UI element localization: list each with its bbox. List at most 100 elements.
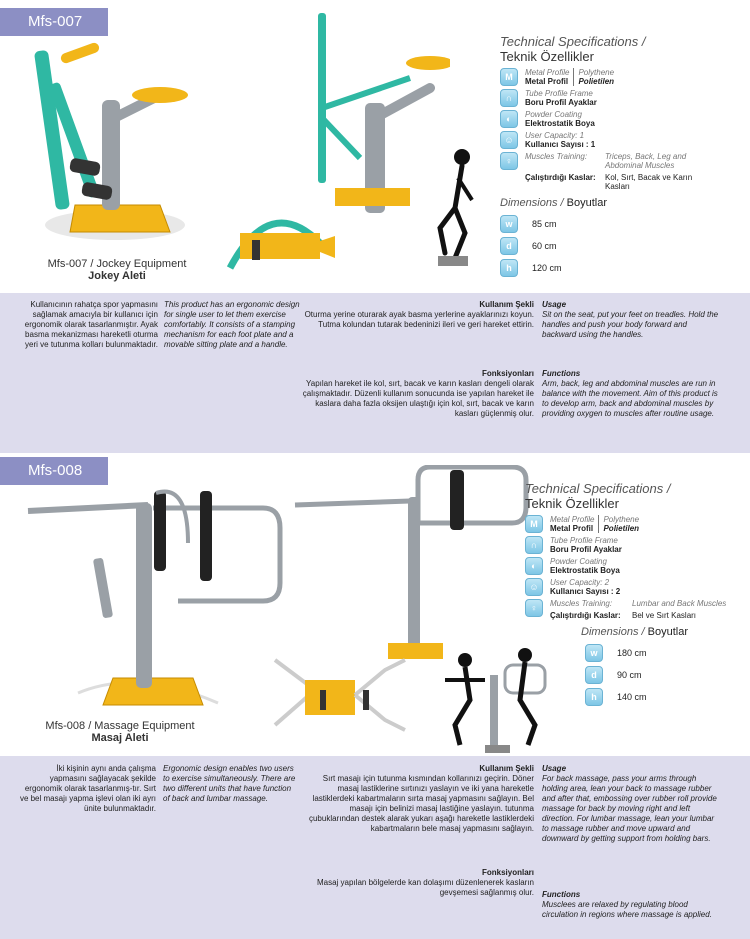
width-icon: w [500,215,518,233]
dimension-depth: d 90 cm [585,664,745,686]
intro-turkish: Kullanıcının rahatça spor yapmasını sağl… [24,300,158,349]
intro-english: This product has an ergonomic design for… [164,300,300,349]
functions-text-en: Arm, back, leg and abdominal muscles are… [542,379,718,418]
spec-title-tr: Teknik Özellikler [525,496,619,511]
usage-text-tr: Oturma yerine oturarak ayak basma yerler… [304,310,534,329]
functions-text-en: Musclees are relaxed by regulating blood… [542,900,712,919]
massage-equipment-image [27,489,283,706]
muscles-label-en: Muscles Training: [525,152,588,161]
spec-tube: ∩ Tube Profile Frame Boru Profil Ayaklar [500,89,745,107]
dimension-width: w 85 cm [500,213,745,235]
muscle-figure-icon: ♀ [525,599,543,617]
muscles-value-en: Triceps, Back, Leg and Abdominal Muscles [605,152,687,170]
spec-material: M Metal Profile Metal Profil Polythene P… [525,515,745,533]
height-icon: h [585,688,603,706]
metal-en: Metal Profile [525,68,570,77]
caption-turkish: Masaj Aleti [91,732,149,744]
width-value: 85 cm [532,219,557,229]
tube-en: Tube Profile Frame [550,536,618,545]
spec-coating: ◐ Powder Coating Elektrostatik Boya [525,557,745,575]
dimensions-title: Dimensions / Boyutlar [500,197,745,209]
functions-english: Functions Musclees are relaxed by regula… [542,890,722,920]
tube-en: Tube Profile Frame [525,89,593,98]
technical-specifications: Technical Specifications / Teknik Özelli… [525,481,745,708]
width-icon: w [585,644,603,662]
metal-profile-icon: M [500,68,518,86]
caption-turkish: Jokey Aleti [88,270,146,282]
dimension-width: w 180 cm [585,642,745,664]
caption-english: Mfs-008 / Massage Equipment [45,720,195,732]
spec-muscles: ♀ Muscles Training: Lumbar and Back Musc… [525,599,745,620]
capacity-tr: Kullanıcı Sayısı : 1 [525,140,596,149]
dimension-depth: d 60 cm [500,235,745,257]
massage-side-view [294,465,529,659]
description-band: İki kişinin aynı anda çalışma yapmasını … [0,756,750,939]
functions-turkish: Fonksiyonları Masaj yapılan bölgelerde k… [300,868,534,898]
spec-coating: ◐ Powder Coating Elektrostatik Boya [500,110,745,128]
jockey-equipment-image [34,42,188,240]
tube-tr: Boru Profil Ayaklar [525,98,597,107]
height-value: 140 cm [617,692,647,702]
product-code-tab: Mfs-007 [0,8,108,36]
usage-heading-en: Usage [542,764,567,773]
spec-capacity: ☺ User Capacity: 2 Kullanıcı Sayısı : 2 [525,578,745,596]
functions-heading-en: Functions [542,369,581,378]
usage-english: Usage For back massage, pass your arms t… [542,764,722,844]
metal-en: Metal Profile [550,515,595,524]
muscles-value-tr: Bel ve Sırt Kasları [632,611,697,620]
product-section-mfs-007: Mfs-007 Mfs-007 / Jockey Equipme [0,0,750,455]
usage-heading-tr: Kullanım Şekli [479,764,534,773]
usage-text-tr: Sırt masajı için tutunma kısmından kolla… [308,774,534,833]
spec-tube: ∩ Tube Profile Frame Boru Profil Ayaklar [525,536,745,554]
height-icon: h [500,259,518,277]
product-section-mfs-008: Mfs-008 Mfs-008 / [0,455,750,939]
functions-turkish: Fonksiyonları Yapılan hareket ile kol, s… [300,369,534,419]
dimension-height: h 120 cm [500,257,745,279]
poly-en: Polythene [578,68,615,77]
depth-value: 90 cm [617,670,642,680]
spec-material: M Metal Profile Metal Profil Polythene P… [500,68,745,86]
metal-profile-icon: M [525,515,543,533]
powder-en: Powder Coating [550,557,607,566]
dimensions-title: Dimensions / Boyutlar [581,626,745,638]
functions-heading-tr: Fonksiyonları [481,369,534,378]
muscles-value-en: Lumbar and Back Muscles [632,599,727,608]
dim-title-tr: Boyutlar [566,197,607,209]
spray-paint-icon: ◐ [500,110,518,128]
spec-title: Technical Specifications / [525,481,671,496]
functions-text-tr: Masaj yapılan bölgelerde kan dolaşımı dü… [316,878,534,897]
spray-paint-icon: ◐ [525,557,543,575]
functions-heading-tr: Fonksiyonları [481,868,534,877]
usage-turkish: Kullanım Şekli Sırt masajı için tutunma … [300,764,534,834]
usage-figures-image [445,648,547,753]
spec-capacity: ☺ User Capacity: 1 Kullanıcı Sayısı : 1 [500,131,745,149]
usage-text-en: For back massage, pass your arms through… [542,774,717,843]
usage-heading-tr: Kullanım Şekli [479,300,534,309]
capacity-en: User Capacity: 1 [525,131,585,140]
spec-title: Technical Specifications / [500,34,646,49]
tube-frame-icon: ∩ [500,89,518,107]
dim-title-en: Dimensions / [500,197,564,209]
poly-tr: Polietilen [578,77,615,86]
powder-tr: Elektrostatik Boya [525,119,595,128]
caption-english: Mfs-007 / Jockey Equipment [47,258,187,270]
muscles-label-tr: Çalıştırdığı Kaslar: [525,173,596,182]
muscle-figure-icon: ♀ [500,152,518,170]
tube-frame-icon: ∩ [525,536,543,554]
muscles-value-tr: Kol, Sırt, Bacak ve Karın Kasları [605,173,693,191]
intro-turkish: İki kişinin aynı anda çalışma yapmasını … [19,764,156,813]
height-value: 120 cm [532,263,562,273]
functions-heading-en: Functions [542,890,581,899]
equipment-caption: Mfs-007 / Jockey Equipment Jokey Aleti [22,258,212,282]
product-code-tab: Mfs-008 [0,457,108,485]
users-icon: ☺ [525,578,543,596]
metal-tr: Metal Profil [550,524,594,533]
spec-title-tr: Teknik Özellikler [500,49,594,64]
muscles-label-tr: Çalıştırdığı Kaslar: [550,611,621,620]
intro-english: Ergonomic design enables two users to ex… [163,764,296,803]
metal-tr: Metal Profil [525,77,569,86]
depth-icon: d [585,666,603,684]
capacity-tr: Kullanıcı Sayısı : 2 [550,587,621,596]
dimension-height: h 140 cm [585,686,745,708]
poly-en: Polythene [603,515,640,524]
